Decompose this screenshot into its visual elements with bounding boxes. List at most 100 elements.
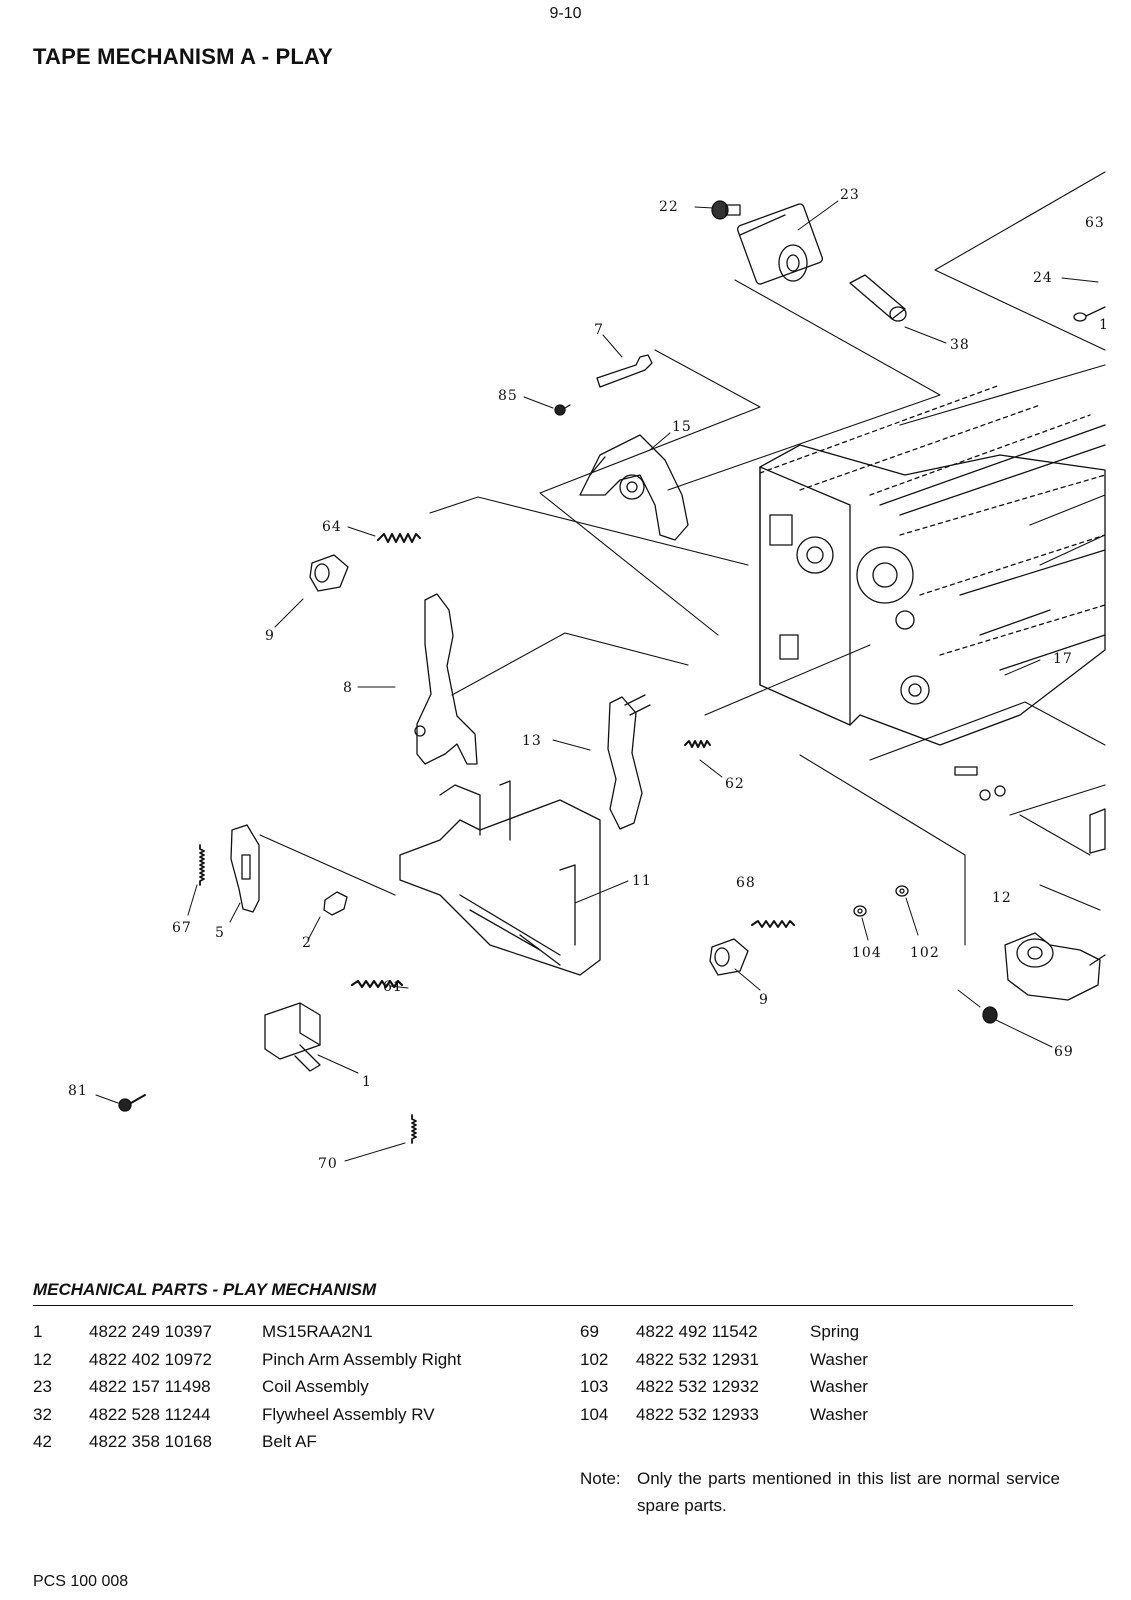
part-code: 4822 532 12933 — [636, 1404, 759, 1424]
spring-70 — [411, 1114, 417, 1144]
item-number: 23 — [33, 1377, 52, 1396]
spring-62 — [684, 740, 711, 748]
housing-1 — [264, 1002, 321, 1072]
callout-104: 104 — [852, 945, 882, 961]
table-row: 32 4822 528 11244 Flywheel Assembly RV — [33, 1405, 562, 1433]
callout-23: 23 — [840, 187, 860, 203]
page-title: TAPE MECHANISM A - PLAY — [33, 44, 333, 69]
callout-7: 7 — [594, 322, 604, 338]
footer-doc-code: PCS 100 008 — [33, 1573, 129, 1590]
cap-9-lower — [709, 938, 749, 976]
base-plate-11 — [399, 780, 601, 976]
bracket-7 — [596, 354, 653, 388]
section-divider — [33, 1305, 1073, 1306]
callout-63: 63 — [1085, 215, 1105, 231]
item-number: 42 — [33, 1432, 52, 1451]
table-row: 42 4822 358 10168 Belt AF — [33, 1432, 562, 1460]
part-description: Flywheel Assembly RV — [262, 1404, 435, 1424]
parts-table-right: 69 4822 492 11542 Spring 102 4822 532 12… — [580, 1322, 1010, 1432]
item-number: 103 — [580, 1377, 609, 1396]
chassis-frame — [759, 384, 1106, 746]
callout-13: 13 — [522, 733, 542, 749]
callout-61: 61 — [383, 979, 403, 995]
callout-1-bottom: 1 — [362, 1074, 372, 1090]
screw-85 — [554, 404, 571, 416]
part-description: Belt AF — [262, 1432, 317, 1451]
callout-17: 17 — [1053, 651, 1073, 667]
callout-64: 64 — [322, 519, 342, 535]
spring-69 — [982, 1006, 998, 1024]
item-number: 104 — [580, 1404, 609, 1424]
callout-11: 11 — [632, 873, 652, 889]
washer-104 — [853, 905, 867, 917]
lever-8 — [414, 593, 478, 765]
small-parts-right — [954, 306, 1106, 854]
spring-68 — [751, 920, 795, 928]
part-description: Pinch Arm Assembly Right — [262, 1349, 462, 1369]
note-label: Note: — [580, 1469, 621, 1488]
callout-12: 12 — [992, 890, 1012, 906]
item-number: 12 — [33, 1349, 52, 1369]
coil-assembly-23 — [736, 203, 824, 285]
part-code: 4822 528 11244 — [89, 1404, 211, 1424]
part-description: Coil Assembly — [262, 1377, 369, 1396]
item-number: 32 — [33, 1404, 52, 1424]
washer-102 — [895, 885, 909, 897]
item-number: 69 — [580, 1322, 599, 1341]
table-row: 103 4822 532 12932 Washer — [580, 1377, 1010, 1405]
callout-24: 24 — [1033, 270, 1053, 286]
part-code: 4822 402 10972 — [89, 1349, 212, 1369]
callout-15: 15 — [672, 419, 692, 435]
callout-9-lower: 9 — [759, 992, 769, 1008]
table-row: 102 4822 532 12931 Washer — [580, 1350, 1010, 1378]
spring-61 — [350, 979, 404, 989]
plunger-38 — [849, 274, 907, 322]
part-code: 4822 532 12931 — [636, 1349, 759, 1369]
callout-62: 62 — [725, 776, 745, 792]
callout-70: 70 — [318, 1156, 338, 1172]
part-code: 4822 532 12932 — [636, 1377, 759, 1396]
part-code: 4822 358 10168 — [89, 1432, 212, 1451]
table-row: 69 4822 492 11542 Spring — [580, 1322, 1010, 1350]
callout-1-top: 1 — [1099, 317, 1109, 333]
bracket-5 — [230, 824, 260, 913]
part-description: Washer — [810, 1404, 868, 1424]
lever-13 — [607, 694, 651, 830]
pinch-arm-12 — [1004, 932, 1106, 1001]
bushing-22 — [711, 200, 741, 220]
part-code: 4822 492 11542 — [636, 1322, 758, 1341]
callout-67: 67 — [172, 920, 192, 936]
note-text: Only the parts mentioned in this list ar… — [637, 1469, 1060, 1515]
callout-68: 68 — [736, 875, 756, 891]
part-description: MS15RAA2N1 — [262, 1322, 373, 1341]
callout-69: 69 — [1054, 1044, 1074, 1060]
spring-64 — [377, 533, 421, 543]
cap-9-upper — [309, 554, 349, 592]
screw-81 — [118, 1094, 146, 1112]
clip-2 — [323, 891, 348, 916]
page-number: 9-10 — [549, 5, 582, 22]
part-description: Washer — [810, 1377, 868, 1396]
table-row: 1 4822 249 10397 MS15RAA2N1 — [33, 1322, 562, 1350]
callout-38: 38 — [950, 337, 970, 353]
callout-2: 2 — [302, 935, 312, 951]
item-number: 1 — [33, 1322, 43, 1341]
callout-102: 102 — [910, 945, 940, 961]
parts-section-title: MECHANICAL PARTS - PLAY MECHANISM — [33, 1280, 377, 1299]
callout-22: 22 — [659, 199, 679, 215]
item-number: 102 — [580, 1349, 609, 1369]
part-description: Spring — [810, 1322, 860, 1341]
part-code: 4822 249 10397 — [89, 1322, 212, 1341]
parts-table-left: 1 4822 249 10397 MS15RAA2N1 12 4822 402 … — [33, 1322, 562, 1460]
table-row: 23 4822 157 11498 Coil Assembly — [33, 1377, 562, 1405]
callout-9-upper: 9 — [265, 628, 275, 644]
leader-lines — [95, 200, 1099, 1162]
callout-5: 5 — [215, 925, 225, 941]
table-row: 12 4822 402 10972 Pinch Arm Assembly Rig… — [33, 1350, 562, 1378]
exploded-parts-diagram: 22 23 63 24 1 38 7 85 15 64 9 8 13 62 17… — [0, 95, 1131, 1225]
callout-85: 85 — [498, 388, 518, 404]
gear-arm-15 — [579, 434, 689, 541]
assembly-outline-lines — [259, 171, 1106, 946]
table-row: 104 4822 532 12933 Washer — [580, 1405, 1010, 1433]
part-code: 4822 157 11498 — [89, 1377, 211, 1396]
